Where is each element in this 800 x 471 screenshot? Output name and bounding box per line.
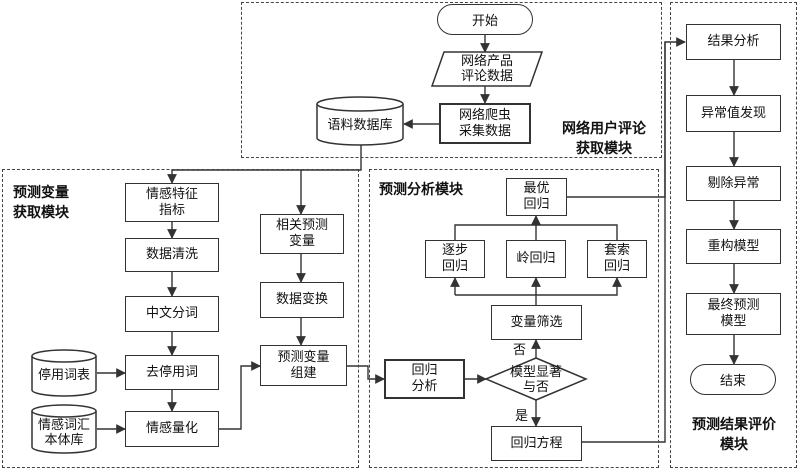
reviews-parallelogram: [430, 51, 544, 87]
node-chinese-segmentation: 中文分词: [125, 296, 219, 332]
node-sentiment-quantify: 情感量化: [125, 411, 219, 447]
node-related-predictors: 相关预测 变量: [260, 214, 344, 254]
node-stopword-list: 停用词表: [37, 367, 90, 383]
node-result-analysis: 结果分析: [686, 24, 781, 60]
module-label-result-evaluation: 预测结果评价 模块: [692, 417, 776, 453]
module-label-network-comment: 网络用户评论 获取模块: [562, 121, 646, 157]
node-remove-outliers: 剔除异常: [686, 166, 781, 201]
edge-label-yes: 是: [515, 409, 529, 424]
module-result-evaluation: [670, 2, 797, 468]
node-end: 结束: [690, 364, 776, 395]
stopword-list-cylinder: [31, 349, 97, 397]
node-rebuild-model: 重构模型: [686, 229, 781, 264]
module-predict-analysis: [369, 169, 659, 468]
module-label-predict-variable: 预测变量 获取模块: [13, 185, 69, 221]
node-remove-stopwords: 去停用词: [125, 355, 219, 390]
edge-quantify-to-build-predictors: [219, 361, 261, 430]
node-data-cleaning: 数据清洗: [125, 238, 219, 272]
node-crawler: 网络爬虫 采集数据: [439, 103, 531, 144]
edge-build-predictors-to-regression: [347, 365, 385, 384]
node-corpus-db: 语料数据库: [327, 117, 393, 133]
module-label-predict-analysis: 预测分析模块: [379, 182, 463, 198]
node-start: 开始: [437, 4, 533, 35]
edge-equation-to-result-analysis: [582, 42, 666, 443]
node-regression-analysis: 回归 分析: [384, 359, 465, 399]
node-sentiment-lexicon: 情感词汇 本体库: [37, 418, 90, 448]
node-sentiment-feature: 情感特征 指标: [125, 183, 219, 222]
node-final-model: 最终预测 模型: [686, 293, 781, 335]
node-regression-equation: 回归方程: [491, 426, 582, 461]
node-outlier-detection: 异常值发现: [686, 95, 781, 132]
node-model-significant: 模型显著 与否: [509, 365, 562, 395]
node-product-reviews: 网络产品 评论数据: [460, 54, 513, 84]
node-best-regression: 最优 回归: [506, 178, 567, 216]
node-variable-selection: 变量筛选: [491, 305, 582, 340]
edge-selection-to-lasso: [536, 277, 622, 296]
node-stepwise: 逐步 回归: [425, 240, 485, 278]
significance-decision-diamond: [484, 357, 588, 401]
sentiment-lexicon-cylinder: [31, 404, 97, 454]
edge-corpus-to-sentiment-feature: [167, 141, 362, 184]
corpus-database-cylinder: [316, 96, 404, 146]
node-ridge: 岭回归: [506, 240, 566, 278]
edge-label-no: 否: [513, 343, 527, 358]
node-build-predictors: 预测变量 组建: [260, 345, 347, 386]
edge-stepwise-to-best: [454, 215, 541, 240]
module-predict-variable: [2, 169, 359, 468]
node-data-transform: 数据变换: [260, 282, 344, 318]
edge-lasso-to-best: [536, 224, 618, 240]
node-lasso: 套索 回归: [587, 240, 647, 278]
module-network-comment: [241, 2, 662, 158]
